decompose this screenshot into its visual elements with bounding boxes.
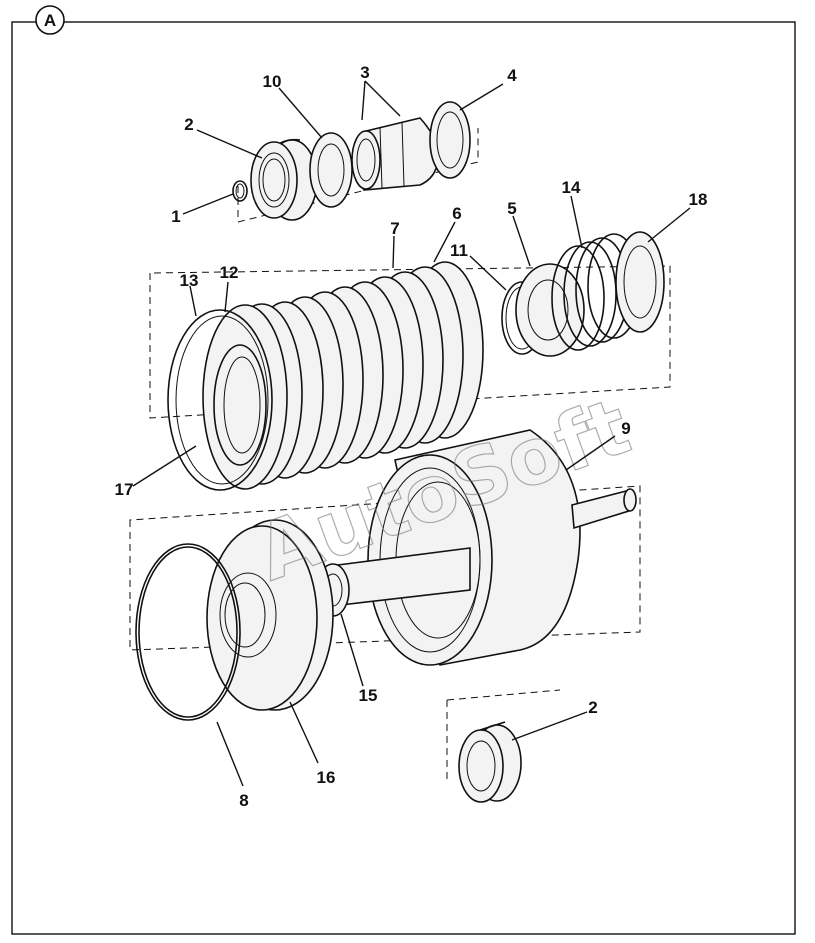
bearing-bottom-part [458, 721, 522, 803]
callout-7: 7 [390, 219, 399, 238]
o-ring-part [232, 180, 248, 202]
piston-part [515, 263, 585, 357]
spring-retainer-part [615, 231, 665, 333]
diagram-frame [11, 21, 796, 935]
thrust-ring-part [309, 132, 353, 208]
callout-1: 1 [171, 207, 180, 226]
bearing-box-top [446, 689, 561, 701]
view-badge-label: A [44, 11, 56, 30]
callout-16: 16 [317, 768, 336, 787]
callout-14: 14 [562, 178, 581, 197]
clutch-hub-part [206, 519, 334, 711]
view-badge: A [35, 5, 65, 35]
callout-11: 11 [450, 241, 468, 260]
callout-9: 9 [621, 419, 630, 438]
bearing-top-part [250, 138, 318, 221]
callout-18: 18 [689, 190, 708, 209]
callout-10: 10 [263, 72, 282, 91]
clutch-drum-part [367, 429, 581, 666]
callout-17: 17 [115, 480, 134, 499]
callout-15: 15 [359, 686, 378, 705]
top-assembly-box [237, 128, 479, 223]
seal-ring-part [135, 543, 241, 721]
callout-8: 8 [239, 791, 248, 810]
washer-part [429, 101, 471, 179]
drum-assembly-box [129, 485, 641, 651]
clutch-pack-box [149, 265, 671, 419]
leader-lines [132, 80, 691, 787]
callout-6: 6 [452, 204, 461, 223]
output-shaft-part [321, 488, 637, 607]
callout-3: 3 [360, 63, 369, 82]
callout-labels: 1 2 10 3 4 5 14 18 6 7 11 13 12 17 9 15 … [115, 63, 708, 810]
callout-4: 4 [507, 66, 517, 85]
callout-2-bottom: 2 [588, 698, 597, 717]
clutch-plate-stack [202, 261, 484, 490]
callout-5: 5 [507, 199, 516, 218]
snap-ring-large-part [167, 309, 273, 491]
needle-bearing-sleeve-part [351, 117, 439, 191]
callout-12: 12 [220, 263, 239, 282]
callout-2-top: 2 [184, 115, 193, 134]
callout-13: 13 [180, 271, 199, 290]
